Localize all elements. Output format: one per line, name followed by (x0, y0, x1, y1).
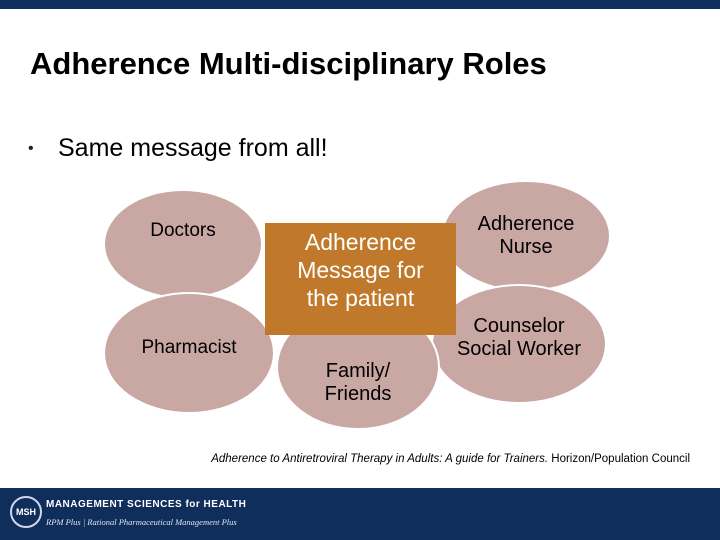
citation: Adherence to Antiretroviral Therapy in A… (0, 453, 690, 465)
role-label: Doctors (150, 220, 216, 242)
center-message-label: Adherence Message for the patient (297, 229, 424, 312)
role-label: Adherence Nurse (477, 213, 575, 258)
bullet-marker: • (28, 139, 34, 157)
role-oval-doctors: Doctors (103, 189, 263, 299)
center-message-box (265, 223, 456, 335)
role-label: Family/ Friends (324, 360, 392, 405)
program-name: RPM Plus | Rational Pharmaceutical Manag… (46, 517, 237, 527)
slide-title: Adherence Multi-disciplinary Roles (30, 46, 547, 81)
bullet-item: • Same message from all! (28, 134, 328, 163)
role-oval-pharmacist: Pharmacist (103, 292, 275, 414)
citation-publisher: Horizon/Population Council (551, 453, 690, 465)
role-oval-counselor-social-worker: Counselor Social Worker (431, 284, 607, 404)
role-label: Pharmacist (141, 337, 237, 359)
role-label: Counselor Social Worker (456, 315, 582, 360)
role-oval-adherence-nurse: Adherence Nurse (441, 180, 611, 292)
footer-bar: MSH MANAGEMENT SCIENCES for HEALTH RPM P… (0, 488, 720, 540)
bullet-text: Same message from all! (58, 134, 328, 162)
citation-title: Adherence to Antiretroviral Therapy in A… (211, 453, 549, 465)
msh-logo-icon: MSH (10, 496, 42, 528)
top-accent-bar (0, 0, 720, 9)
logo-letters: MSH (16, 507, 36, 517)
org-name: MANAGEMENT SCIENCES for HEALTH (46, 499, 247, 510)
